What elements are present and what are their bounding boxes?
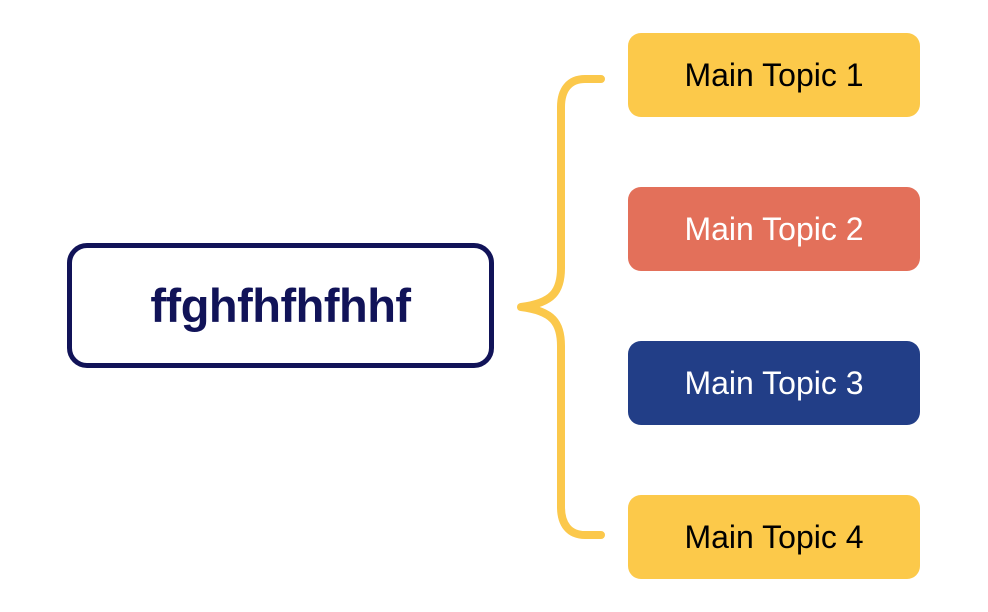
topic-node-label: Main Topic 1 (684, 57, 864, 93)
curly-brace-connector (517, 75, 605, 539)
curly-brace-icon (517, 75, 605, 539)
topic-node-2[interactable]: Main Topic 2 (628, 187, 920, 271)
topic-node-3[interactable]: Main Topic 3 (628, 341, 920, 425)
central-node-label: ffghfhfhfhhf (150, 279, 411, 332)
topic-node-label: Main Topic 2 (684, 211, 864, 247)
topic-node-label: Main Topic 4 (684, 519, 864, 555)
topic-node-4[interactable]: Main Topic 4 (628, 495, 920, 579)
topic-node-label: Main Topic 3 (684, 365, 864, 401)
topic-node-1[interactable]: Main Topic 1 (628, 33, 920, 117)
central-node[interactable]: ffghfhfhfhhf (67, 243, 494, 368)
